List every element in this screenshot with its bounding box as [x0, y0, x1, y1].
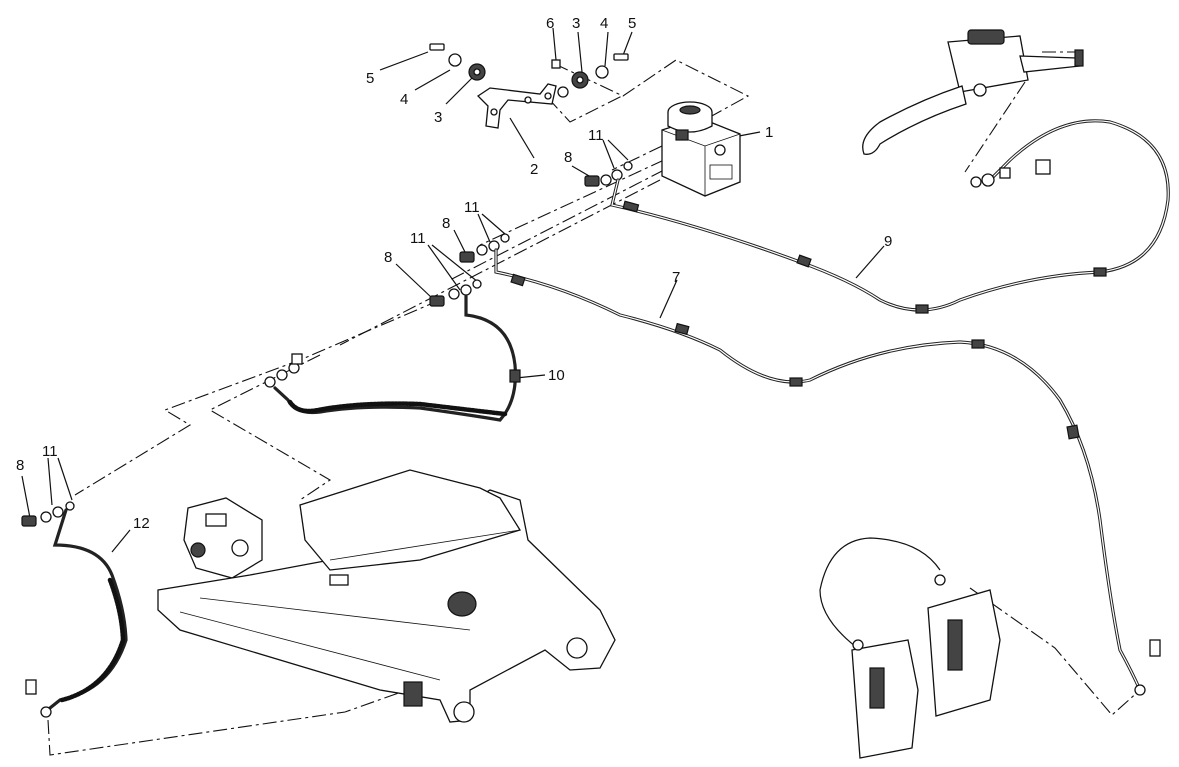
- callout-numbers: 1 2 3 3 4 4 5 5 6 7 8 8 8 8 9 10 11 11 1…: [16, 15, 892, 532]
- banjo-fittings-abs: [429, 161, 633, 307]
- callout-11-abs: 11: [588, 127, 604, 144]
- front-master-cylinder: [862, 29, 1084, 155]
- callout-9: 9: [884, 233, 892, 250]
- callout-11-rear: 11: [42, 443, 58, 460]
- callout-4-left: 4: [400, 91, 408, 108]
- callout-7: 7: [672, 269, 680, 286]
- abs-modulator-unit: [661, 101, 741, 197]
- callout-8-rear: 8: [16, 457, 24, 474]
- brake-hose-9: [610, 119, 1170, 314]
- callout-8-abs: 8: [564, 149, 572, 166]
- callout-12: 12: [133, 515, 150, 532]
- leader-lines: [21, 27, 885, 553]
- front-brake-calipers: [819, 537, 1161, 759]
- callout-6: 6: [546, 15, 554, 32]
- master-cylinder-banjo: [970, 159, 1051, 188]
- callout-4-right: 4: [600, 15, 608, 32]
- callout-5-right: 5: [628, 15, 636, 32]
- callout-8-mid: 8: [442, 215, 450, 232]
- abs-bracket: [476, 83, 557, 129]
- callout-2: 2: [530, 161, 538, 178]
- callout-3-right: 3: [572, 15, 580, 32]
- rear-brake-caliper: [183, 497, 263, 579]
- callout-8-low: 8: [384, 249, 392, 266]
- callout-3-left: 3: [434, 109, 442, 126]
- callout-1: 1: [765, 124, 773, 141]
- callout-10: 10: [548, 367, 565, 384]
- brake-hose-12: [21, 501, 128, 718]
- swingarm: [157, 469, 616, 723]
- callout-11-mid: 11: [464, 199, 480, 216]
- brake-hose-10: [264, 294, 521, 422]
- callout-5-left: 5: [366, 70, 374, 87]
- bracket-hardware: [429, 43, 629, 98]
- callout-11-low: 11: [410, 230, 426, 247]
- brake-hose-7: [494, 248, 1142, 692]
